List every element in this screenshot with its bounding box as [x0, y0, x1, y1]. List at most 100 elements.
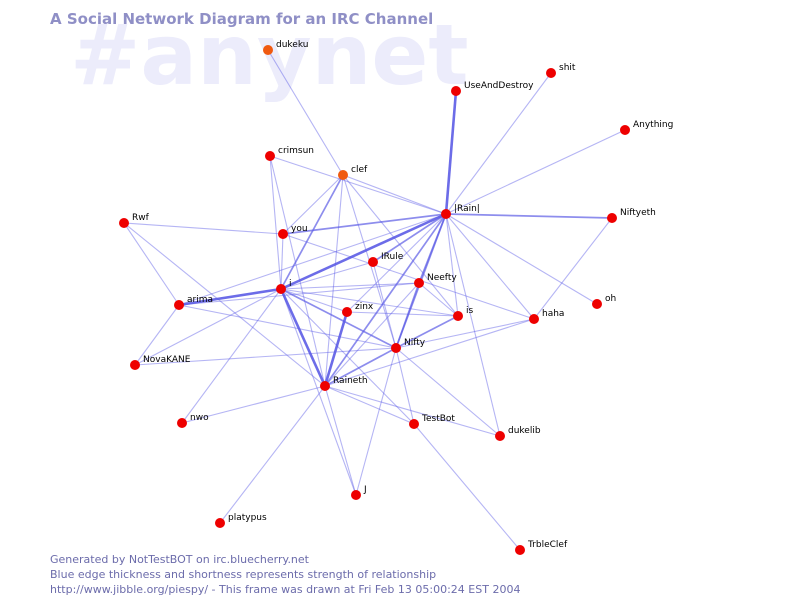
- node-marker: [391, 343, 401, 353]
- node-label: platypus: [228, 513, 267, 523]
- node-marker: [342, 307, 352, 317]
- edge-i-testbot: [280, 288, 415, 425]
- node-marker: [409, 419, 419, 429]
- edge-haha-raineth: [324, 318, 535, 387]
- node-marker: [351, 490, 361, 500]
- edge-i-is: [280, 288, 459, 317]
- node-oh: oh: [592, 294, 616, 309]
- node-label: dukeku: [276, 40, 308, 50]
- node-marker: [177, 418, 187, 428]
- edge-i-zinx: [280, 288, 348, 313]
- edge-rain-you: [282, 213, 447, 235]
- node-label: arima: [187, 295, 213, 305]
- edge-rain-arima: [178, 213, 447, 306]
- node-novakane: NovaKANE: [130, 355, 191, 370]
- node-marker: [215, 518, 225, 528]
- edge-rain-dukelib: [445, 213, 501, 437]
- node-label: Raineth: [333, 376, 368, 386]
- node-label: zinx: [355, 302, 374, 312]
- node-label: NovaKANE: [143, 355, 191, 365]
- node-label: nwo: [190, 413, 209, 423]
- node-label: TestBot: [421, 414, 455, 424]
- node-arima: arima: [174, 295, 213, 310]
- edge-i-raineth: [279, 288, 327, 387]
- edge-rain-irule: [372, 213, 447, 263]
- edge-neefty-nifty: [395, 282, 420, 349]
- node-trbleclef: TrbleClef: [515, 540, 568, 555]
- edge-rwf-arima: [123, 222, 180, 306]
- footer-link-timestamp: http://www.jibble.org/piespy/ - This fra…: [50, 583, 521, 596]
- node-dukeku: dukeku: [263, 40, 308, 55]
- node-marker: [592, 299, 602, 309]
- node-marker: [174, 300, 184, 310]
- node-marker: [451, 86, 461, 96]
- node-label: |Rain|: [454, 204, 480, 214]
- edge-neefty-raineth: [324, 282, 420, 387]
- edge-raineth-j: [324, 385, 357, 496]
- edge-neefty-is: [418, 282, 459, 317]
- edge-nifty-j: [355, 347, 397, 496]
- edge-crimsun-rain: [269, 155, 447, 215]
- edge-you-i: [280, 233, 284, 290]
- node-nifty: Nifty: [391, 338, 426, 353]
- edge-rain-clef: [342, 174, 447, 215]
- node-anything: Anything: [620, 120, 673, 135]
- edge-haha-nifty: [395, 318, 535, 349]
- edge-nifty-dukelib: [395, 347, 501, 437]
- edge-dukeku-clef: [267, 49, 344, 176]
- edge-rain-niftyeth: [445, 213, 613, 219]
- node-marker: [495, 431, 505, 441]
- node-label: you: [291, 224, 308, 234]
- node-label: haha: [542, 309, 564, 319]
- node-label: J: [363, 485, 367, 495]
- edge-irule-i: [280, 261, 374, 290]
- node-marker: [620, 125, 630, 135]
- edge-niftyeth-haha: [533, 217, 613, 320]
- edge-clef-you: [282, 174, 344, 235]
- node-irule: IRule: [368, 252, 404, 267]
- node-marker: [320, 381, 330, 391]
- node-marker: [441, 209, 451, 219]
- node-you: you: [278, 224, 308, 239]
- node-marker: [529, 314, 539, 324]
- edge-rain-is: [445, 213, 459, 317]
- footer-edge-legend: Blue edge thickness and shortness repres…: [50, 568, 437, 581]
- node-label: clef: [351, 165, 368, 175]
- node-marker: [119, 218, 129, 228]
- edge-neefty-arima: [178, 282, 420, 306]
- edge-raineth-testbot: [324, 385, 415, 425]
- node-label: shit: [559, 63, 576, 73]
- node-label: Rwf: [132, 213, 150, 223]
- edge-testbot-trbleclef: [413, 423, 521, 551]
- node-i: i: [276, 279, 292, 294]
- node-dukelib: dukelib: [495, 426, 541, 441]
- node-layer: dukekushitUseAndDestroyAnythingcrimsuncl…: [119, 40, 673, 555]
- node-label: Anything: [633, 120, 673, 130]
- edge-clef-is: [342, 174, 459, 317]
- edge-crimsun-raineth: [269, 155, 326, 387]
- edge-novakane-nifty: [134, 347, 397, 366]
- node-label: is: [466, 306, 474, 316]
- node-marker: [130, 360, 140, 370]
- edge-raineth-platypus: [219, 385, 326, 524]
- edge-i-nwo: [181, 288, 282, 424]
- edge-arima-novakane: [134, 304, 180, 366]
- edge-raineth-nwo: [181, 385, 326, 424]
- node-shit: shit: [546, 63, 576, 78]
- node-marker: [278, 229, 288, 239]
- edge-is-nifty: [395, 315, 459, 349]
- diagram-title: A Social Network Diagram for an IRC Chan…: [50, 10, 434, 28]
- node-niftyeth: Niftyeth: [607, 208, 656, 223]
- footer: Generated by NotTestBOT on irc.bluecherr…: [50, 552, 520, 597]
- edge-anything-rain: [445, 129, 626, 215]
- edge-clef-raineth: [324, 174, 344, 387]
- node-label: Nifty: [404, 338, 426, 348]
- edge-rain-oh: [445, 213, 598, 305]
- edge-i-nifty: [280, 288, 397, 349]
- edge-rain-haha: [445, 213, 535, 320]
- node-crimsun: crimsun: [265, 146, 314, 161]
- node-marker: [607, 213, 617, 223]
- node-rwf: Rwf: [119, 213, 150, 228]
- node-clef: clef: [338, 165, 368, 180]
